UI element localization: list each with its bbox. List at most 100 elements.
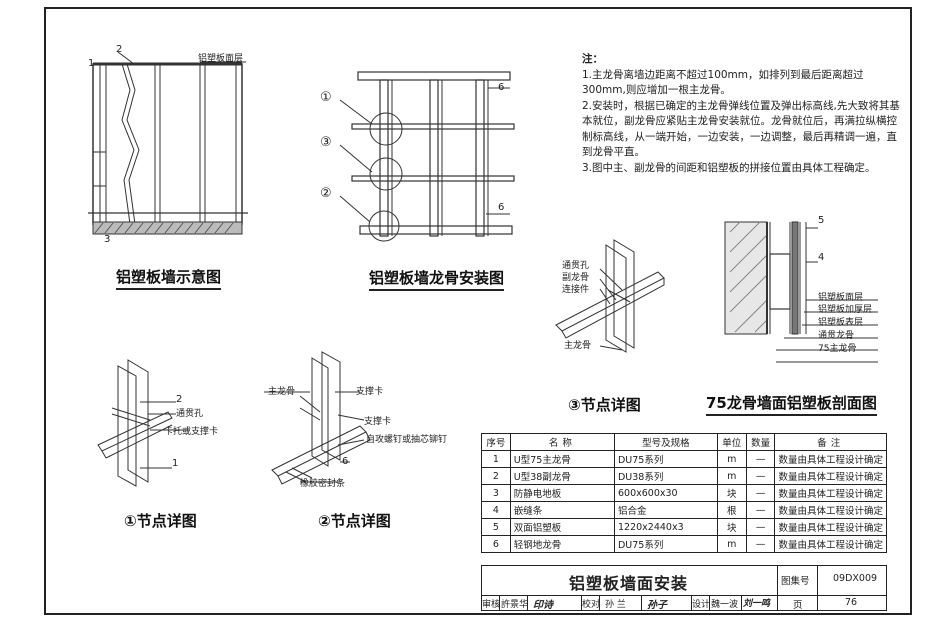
cell: m [716,467,747,485]
caption-detail-1: ①节点详图 [124,512,197,530]
through-hole-label: 通贯孔 [562,261,590,271]
cell: 6 [481,535,511,553]
sheet-frame [44,7,912,615]
connector-label: 连接件 [562,285,590,295]
cell: — [745,501,776,519]
node-detail-1-drawing [97,359,190,487]
th-spec: 型号及规格 [613,433,718,451]
cell: DU75系列 [613,450,718,468]
cell: U型75主龙骨 [509,450,615,468]
cell: 1 [481,450,511,468]
cell: 数量由具体工程设计确定 [774,501,887,519]
cell: 铝合金 [613,501,718,519]
callout-4-section: 4 [818,252,825,263]
th-remark: 备注 [774,433,887,451]
caption-detail-2: ②节点详图 [318,512,391,530]
cell: m [716,450,747,468]
cell: 数量由具体工程设计确定 [774,450,887,468]
note-item-2: 2.安装时，根据已确定的主龙骨弹线位置及弹出标高线,先大致将其基本就位，副龙骨应… [582,99,900,159]
support-card-label-2: 支撑卡 [364,417,392,427]
card-clip-label: 卡托或支撑卡 [164,427,219,437]
keel-install-drawing [339,71,515,242]
cell: 数量由具体工程设计确定 [774,535,887,553]
check-signature: 孙子 [647,600,667,611]
main-keel-label-d3: 主龙骨 [564,341,592,351]
cell: 嵌缝条 [509,501,615,519]
cell: 数量由具体工程设计确定 [774,518,887,536]
callout-5-section: 5 [818,215,825,226]
th-qty: 数量 [745,433,776,451]
callout-3-wall: 3 [104,234,111,245]
callout-6-d2: 6 [342,456,349,467]
cell: U型38副龙骨 [509,467,615,485]
th-no: 序号 [481,433,511,451]
callout-circle-3: ③ [320,135,332,150]
cell: — [745,467,776,485]
cell: m [716,535,747,553]
caption-detail-3: ③节点详图 [568,396,641,414]
cell: 2 [481,467,511,485]
cell: DU75系列 [613,535,718,553]
title-block: 铝塑板墙面安装 图集号 09DX009 页 76 审核 許景华 印诗 校对 孙 … [481,565,887,611]
node-detail-2-drawing [264,351,371,485]
check-name: 孙 兰 [605,600,626,610]
review-signature: 印诗 [533,600,553,611]
callout-6-bottom: 6 [498,202,505,213]
th-unit: 单位 [716,433,747,451]
callout-2-d1: 2 [176,394,183,405]
callout-circle-1: ① [320,90,332,105]
page-number: 76 [845,597,858,608]
cell: 5 [481,518,511,536]
atlas-number: 09DX009 [833,573,878,584]
notes-title: 注： [582,53,603,65]
thick-layer-label: 铝塑板加厚层 [818,305,873,315]
cell: 防静电地板 [509,484,615,502]
design-label: 设计 [692,600,711,610]
title-block-grid [481,565,887,611]
surface-layer-label: 铝塑板面层 [198,54,244,64]
aux-keel-label: 副龙骨 [562,273,590,283]
face-layer-label: 铝塑板面层 [818,293,864,303]
main-keel-label-d2: 主龙骨 [268,387,296,397]
cell: — [745,484,776,502]
keel75-label: 75主龙骨 [818,344,857,354]
check-label: 校对 [582,600,601,610]
cell: 600x600x30 [613,484,718,502]
table-header-row: 序号 名称 型号及规格 单位 数量 备注 [481,433,887,451]
note-item-1: 1.主龙骨离墙边距离不超过100mm，如排列到最后距离超过300mm,则应增加一… [582,68,864,97]
notes-block: 注： 1.主龙骨离墙边距离不超过100mm，如排列到最后距离超过300mm,则应… [582,52,907,176]
wall-schematic-drawing [88,51,248,235]
cell: 3 [481,484,511,502]
cell: 块 [716,484,747,502]
cell: 数量由具体工程设计确定 [774,484,887,502]
cell: — [745,518,776,536]
cell: 1220x2440x3 [613,518,718,536]
cell: — [745,450,776,468]
cell: 轻钢地龙骨 [509,535,615,553]
cell: 双面铝塑板 [509,518,615,536]
support-card-label-1: 支撑卡 [356,387,384,397]
cell: — [745,535,776,553]
callout-1-d1: 1 [172,458,179,469]
note-item-3: 3.图中主、副龙骨的间距和铝塑板的拼接位置由具体工程确定。 [582,161,876,174]
page-label: 页 [793,600,803,611]
back-layer-label: 铝塑板表层 [818,318,864,328]
cell: 根 [716,501,747,519]
callout-1-wall: 1 [88,58,95,69]
th-name: 名称 [509,433,615,451]
callout-6-top: 6 [498,82,505,93]
caption-section: 75龙骨墙面铝塑板剖面图 [706,392,877,416]
cell: 数量由具体工程设计确定 [774,467,887,485]
caption-keel-install: 铝塑板墙龙骨安装图 [369,267,505,291]
drawing-title: 铝塑板墙面安装 [569,574,689,593]
atlas-label: 图集号 [781,576,810,587]
cell: 块 [716,518,747,536]
rubber-strip-label: 橡胶密封条 [300,479,346,489]
review-label: 审核 [482,600,501,610]
callout-circle-2: ② [320,186,332,201]
